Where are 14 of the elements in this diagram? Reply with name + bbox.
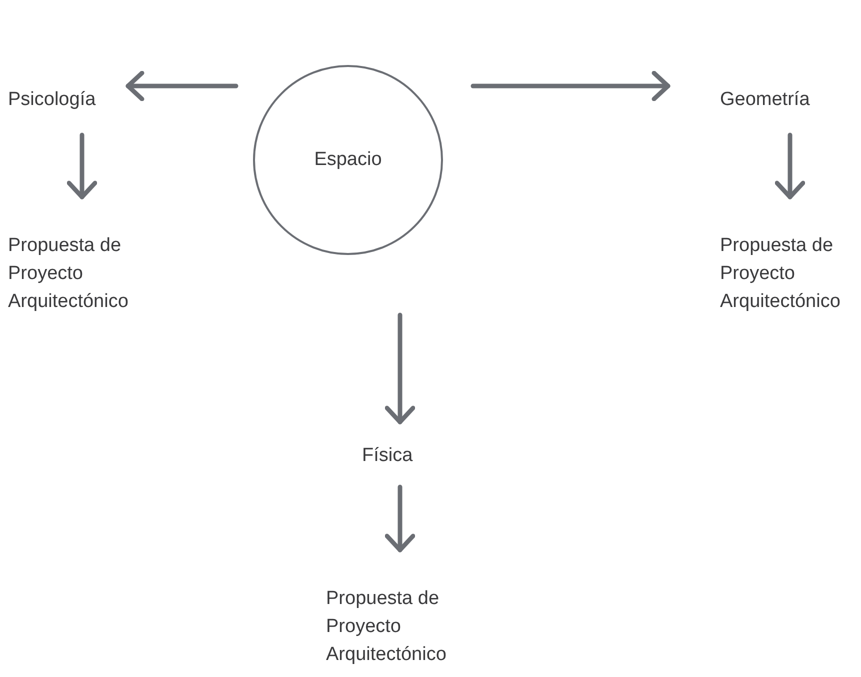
node-label: Geometría: [720, 88, 810, 112]
node-label: Física: [362, 444, 413, 468]
arrow: [384, 484, 416, 552]
node-label: Propuesta de Proyecto Arquitectónico: [720, 234, 842, 314]
arrow: [384, 312, 416, 424]
arrow: [66, 132, 98, 200]
node-label: Psicología: [8, 88, 96, 112]
arrow: [470, 70, 670, 102]
circle-node: [253, 65, 443, 255]
arrow: [774, 132, 806, 200]
node-label: Espacio: [314, 148, 382, 172]
arrow: [126, 70, 238, 102]
node-label: Propuesta de Proyecto Arquitectónico: [8, 234, 130, 314]
node-label: Propuesta de Proyecto Arquitectónico: [326, 587, 448, 667]
